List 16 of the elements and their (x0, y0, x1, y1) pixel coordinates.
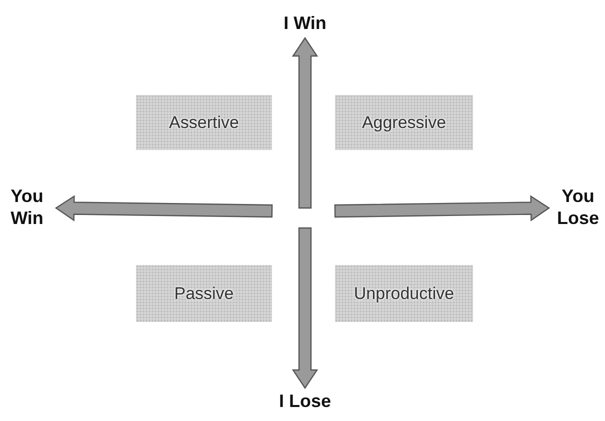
arrow (292, 36, 318, 209)
arrow (292, 227, 318, 390)
quadrant-box (335, 265, 473, 322)
quadrant-label: Aggressive (362, 112, 446, 132)
arrow (334, 195, 550, 222)
axis-label: I Lose (278, 391, 331, 413)
quadrant-label: Passive (174, 284, 234, 304)
quadrant-label: Assertive (169, 112, 239, 132)
axis-label: I Win (284, 13, 326, 35)
quadrant-box (136, 95, 272, 150)
quadrant-box (136, 265, 272, 322)
axis-label: You Win (10, 186, 44, 230)
axis-label: You Lose (556, 186, 600, 230)
quadrant-label: Unproductive (354, 284, 454, 304)
quadrant-box (335, 95, 473, 150)
arrow (54, 195, 273, 222)
